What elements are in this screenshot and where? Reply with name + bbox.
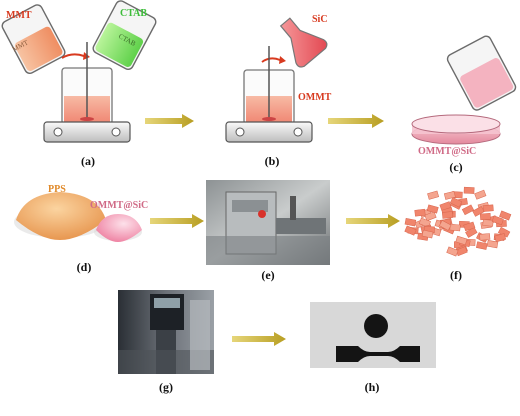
pellet: [441, 211, 454, 219]
pellet: [461, 204, 475, 216]
pellet: [463, 221, 476, 232]
panel-e-photo-extruder: [206, 180, 330, 265]
pellet: [474, 189, 487, 200]
pellet: [446, 246, 459, 257]
hotplate-a: [43, 121, 131, 143]
pellet: [465, 226, 478, 238]
pellet: [482, 204, 494, 212]
pellet: [475, 241, 488, 250]
label-sic: SiC: [312, 14, 328, 25]
pellet: [499, 210, 512, 221]
stir-rotation-icon: [61, 53, 85, 59]
pps-powder-pile: [16, 192, 106, 240]
pellet: [472, 206, 485, 217]
pellet: [449, 197, 463, 208]
pellet: [455, 235, 468, 246]
pellet: [491, 215, 504, 226]
panel-c-illustration: [411, 35, 517, 145]
panel-label-f: (f): [450, 268, 462, 282]
panel-label-g: (g): [159, 380, 173, 394]
panel-label-d: (d): [76, 260, 92, 274]
panel-label-b: (b): [264, 154, 280, 168]
pellet: [424, 211, 437, 222]
mmt-beaker: [1, 4, 66, 74]
label-ctab: CTAB: [120, 8, 148, 19]
label-ommt-sic-d: OMMT@SiC: [90, 200, 149, 211]
pellet: [426, 204, 439, 214]
pellet: [427, 190, 440, 200]
pellet: [486, 240, 499, 249]
label-mmt: MMT: [6, 10, 32, 21]
panel-a-illustration: [1, 0, 157, 143]
arrow-g-h: [232, 332, 286, 346]
pellet: [443, 190, 456, 200]
pellet: [414, 208, 426, 217]
panel-label-a: (a): [81, 154, 95, 168]
pellet: [479, 233, 491, 241]
pouring-beaker: [446, 35, 517, 111]
panel-label-e: (e): [261, 268, 275, 282]
dumbbell-specimen: [336, 346, 420, 362]
pellet: [404, 218, 417, 227]
pellet: [404, 225, 417, 236]
arrow-e-f: [346, 214, 400, 228]
panel-label-h: (h): [364, 380, 380, 394]
panel-b-illustration: [225, 17, 328, 143]
ctab-beaker: [92, 0, 157, 70]
petri-dish: [411, 114, 501, 134]
ommt-sic-powder-pile: [96, 214, 142, 242]
pellet: [479, 213, 491, 221]
disc-specimen: [364, 314, 388, 338]
panel-f-pellets: [404, 186, 512, 257]
pellet: [421, 229, 434, 239]
panel-label-c: (c): [449, 160, 463, 174]
panel-g-photo-molding-machine: [118, 290, 214, 374]
label-ommt-sic-c: OMMT@SiC: [418, 146, 477, 157]
pellet: [449, 223, 461, 232]
arrow-a-b: [145, 114, 194, 128]
pellet: [439, 220, 452, 231]
pellet: [463, 186, 475, 194]
pellet: [494, 233, 507, 243]
label-pps: PPS: [48, 184, 66, 195]
pellet: [418, 217, 431, 228]
arrow-d-e: [150, 214, 204, 228]
panel-h-specimens: [310, 302, 436, 368]
pellet: [482, 219, 494, 227]
label-ommt: OMMT: [298, 92, 332, 103]
arrow-b-c: [328, 114, 384, 128]
hotplate-b: [225, 121, 313, 143]
panel-d-illustration: [14, 192, 142, 242]
sic-flask: [279, 17, 328, 68]
